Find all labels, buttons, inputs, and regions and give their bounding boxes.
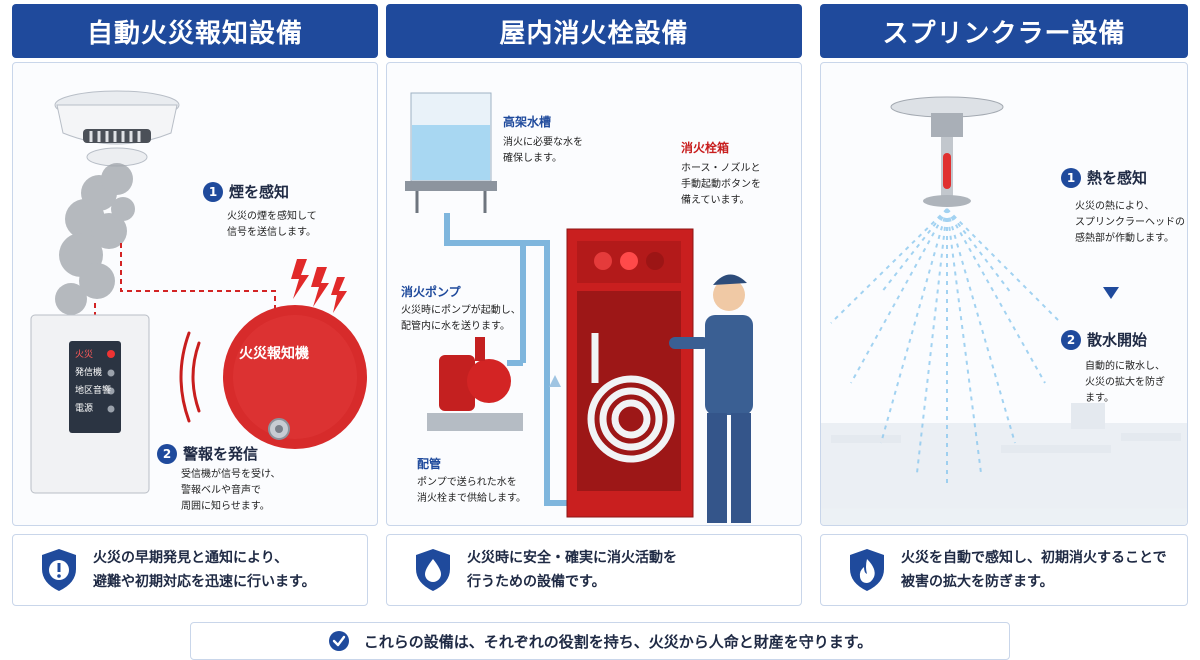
hydrant-box-icon xyxy=(566,228,694,518)
sprinkler-illustration xyxy=(821,96,1187,525)
summary-fire-alarm: 火災の早期発見と通知により、 避難や初期対応を迅速に行います。 xyxy=(12,534,368,606)
summary-hydrant: 火災時に安全・確実に消火活動を 行うための設備です。 xyxy=(386,534,802,606)
step-1-title: 1 煙を感知 xyxy=(203,181,289,202)
summary-text: 火災時に安全・確実に消火活動を 行うための設備です。 xyxy=(467,550,677,590)
lightning-icon xyxy=(291,259,347,313)
column-sprinkler: スプリンクラー設備 xyxy=(820,4,1188,526)
arrow-down-icon xyxy=(1103,287,1119,299)
alarm-bell-icon xyxy=(223,305,367,449)
hydrant-illustration xyxy=(405,92,753,523)
water-tank-icon xyxy=(405,92,497,213)
pump-desc: 火災時にポンプが起動し、 配管内に水を送ります。 xyxy=(401,305,521,332)
footer-banner: これらの設備は、それぞれの役割を持ち、火災から人命と財産を守ります。 xyxy=(190,622,1010,660)
step-2-desc: 自動的に散水し、 火災の拡大を防ぎ ます。 xyxy=(1085,361,1165,404)
fire-pump-icon xyxy=(427,337,523,431)
receiver-panel-icon xyxy=(30,314,150,494)
step-1-desc: 火災の熱により、 スプリンクラーヘッドの 感熱部が作動します。 xyxy=(1075,201,1185,244)
box-label: 消火栓箱 xyxy=(681,141,730,155)
step-1-desc: 火災の煙を感知して 信号を送信します。 xyxy=(227,211,317,238)
office-background-icon xyxy=(821,403,1187,525)
summary-sprinkler: 火災を自動で感知し、初期消火することで 被害の拡大を防ぎます。 xyxy=(820,534,1188,606)
water-spray-icon xyxy=(830,208,1062,483)
column-fire-alarm: 自動火災報知設備 xyxy=(12,4,378,526)
summary-text: 火災の早期発見と通知により、 避難や初期対応を迅速に行います。 xyxy=(93,550,316,590)
hydrant-panel: 高架水槽 消火に必要な水を 確保します。 消火栓箱 ホース・ノズルと 手動起動ボ… xyxy=(386,62,802,526)
shield-flame-icon xyxy=(850,549,884,591)
hose-reel-icon xyxy=(587,333,675,463)
tank-desc: 消火に必要な水を 確保します。 xyxy=(503,137,583,164)
hydrant-header: 屋内消火栓設備 xyxy=(386,4,802,58)
worker-icon xyxy=(669,274,753,523)
sprinkler-panel: 1 熱を感知 火災の熱により、 スプリンクラーヘッドの 感熱部が作動します。 2… xyxy=(820,62,1188,526)
pipe-label: 配管 xyxy=(417,457,442,471)
sound-wave-icon xyxy=(179,331,201,423)
check-circle-icon xyxy=(328,631,349,651)
pipe-desc: ポンプで送られた水を 消火栓まで供給します。 xyxy=(417,477,526,504)
fire-alarm-panel: 1 煙を感知 火災の煙を感知して 信号を送信します。 火災 発信機 地区音響 電… xyxy=(12,62,378,526)
receiver-panel-labels: 火災 発信機 地区音響 電源 xyxy=(75,350,112,414)
fire-alarm-header: 自動火災報知設備 xyxy=(12,4,378,58)
step-1-title: 1 熱を感知 xyxy=(1061,167,1147,188)
shield-water-drop-icon xyxy=(416,549,450,591)
summary-text: 火災を自動で感知し、初期消火することで 被害の拡大を防ぎます。 xyxy=(901,550,1167,590)
pump-label: 消火ポンプ xyxy=(401,285,461,299)
bell-label: 火災報知機 xyxy=(239,346,309,362)
column-hydrant: 屋内消火栓設備 xyxy=(386,4,802,526)
box-desc: ホース・ノズルと 手動起動ボタンを 備えています。 xyxy=(681,163,761,206)
step-2-title: 2 警報を発信 xyxy=(157,443,258,464)
sprinkler-head-icon xyxy=(890,96,1004,207)
tank-label: 高架水槽 xyxy=(503,115,552,129)
fire-alarm-illustration xyxy=(30,90,367,494)
step-2-desc: 受信機が信号を受け、 警報ベルや音声で 周囲に知らせます。 xyxy=(181,469,281,512)
shield-exclamation-icon xyxy=(42,549,76,591)
footer-text: これらの設備は、それぞれの役割を持ち、火災から人命と財産を守ります。 xyxy=(363,632,873,651)
smoke-detector-icon xyxy=(54,90,180,167)
sprinkler-header: スプリンクラー設備 xyxy=(820,4,1188,58)
smoke-icon xyxy=(55,163,135,315)
step-2-title: 2 散水開始 xyxy=(1061,329,1147,350)
